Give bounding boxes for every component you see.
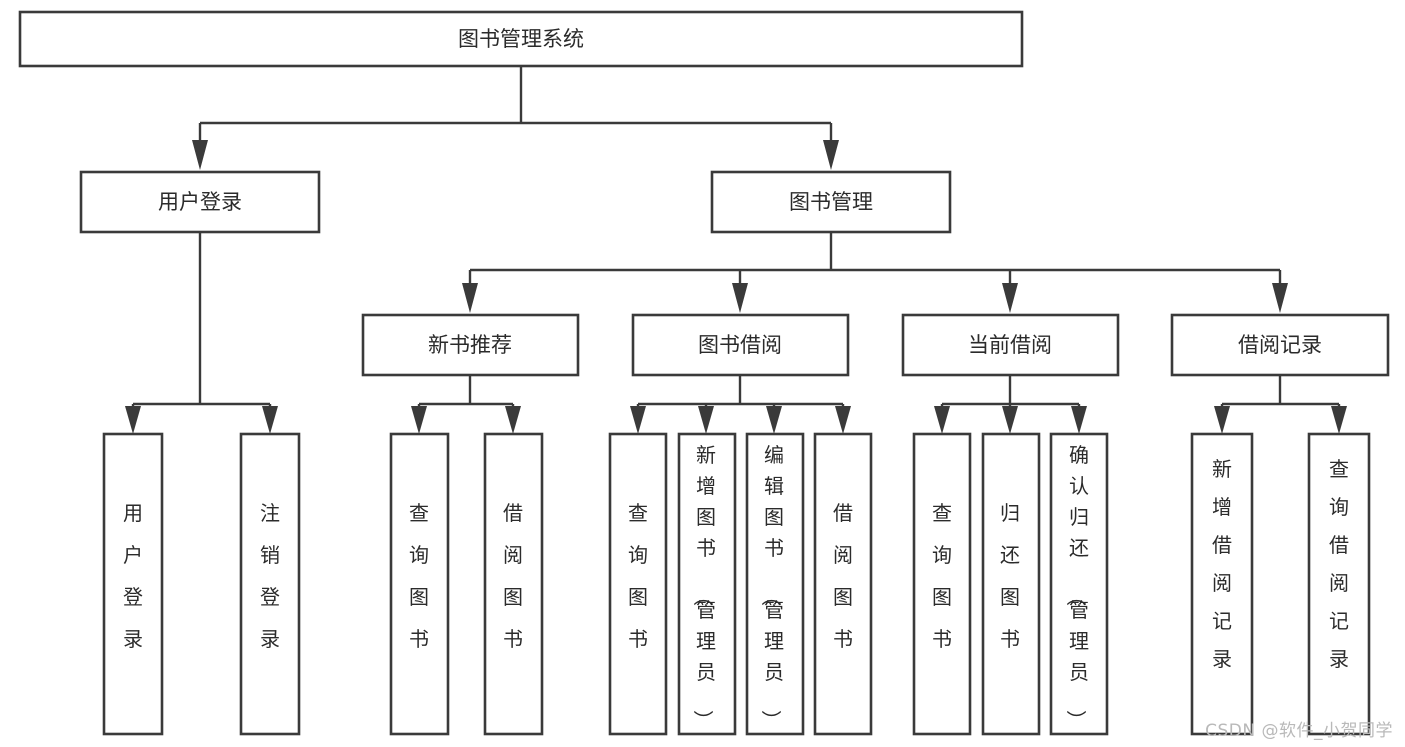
leaf-confirm-return-label: 确认归还（管理员） [1064,443,1089,730]
leaf-user-login-box[interactable] [102,432,164,736]
arrow-head-user-login [192,140,208,170]
node-current-borrow-label: 当前借阅 [968,333,1052,357]
leaf-return-book-box[interactable] [981,432,1041,736]
arrow-head-new-book-recommend [462,283,478,313]
node-book-management[interactable]: 图书管理 [710,170,952,234]
node-book-borrow-label: 图书借阅 [698,333,782,357]
node-book-borrow-box[interactable] [631,313,850,377]
arrow-head-book-management [823,140,839,170]
leaf-query-record[interactable]: 查询借阅记录 [1307,432,1371,736]
leaf-add-book[interactable]: 新增图书（管理员） [677,432,737,736]
leaf-borrow-book-2-label: 借阅图书 [833,501,853,651]
arrow-head-leaf-query-record [1331,406,1347,434]
connector-group-book-management [462,232,1288,313]
leaf-query-book-3-label: 查询图书 [932,501,952,651]
leaf-query-book-1-box[interactable] [389,432,450,736]
node-borrow-record[interactable]: 借阅记录 [1170,313,1390,377]
leaf-edit-book[interactable]: 编辑图书（管理员） [745,432,805,736]
node-borrow-record-box[interactable] [1170,313,1390,377]
arrow-head-leaf-logout-login [262,406,278,434]
node-root-box[interactable] [18,10,1024,68]
leaf-query-record-label: 查询借阅记录 [1329,457,1349,671]
leaf-logout-login[interactable]: 注销登录 [239,432,301,736]
leaf-query-book-2-box[interactable] [608,432,668,736]
leaf-query-record-box[interactable] [1307,432,1371,736]
leaf-query-book-3-box[interactable] [912,432,972,736]
leaf-query-book-1[interactable]: 查询图书 [389,432,450,736]
csdn-watermark: CSDN @软件_小贺同学 [1205,721,1393,741]
node-new-book-recommend[interactable]: 新书推荐 [361,313,580,377]
connector-group-user-login [125,232,278,434]
connector-group-book-borrow [630,375,851,434]
node-book-management-label: 图书管理 [789,190,873,214]
arrow-head-leaf-add-record [1214,406,1230,434]
leaf-user-login-label: 用户登录 [123,501,143,651]
leaf-edit-book-box[interactable] [745,432,805,736]
leaf-confirm-return[interactable]: 确认归还（管理员） [1049,432,1109,736]
node-current-borrow[interactable]: 当前借阅 [901,313,1120,377]
leaf-query-book-2[interactable]: 查询图书 [608,432,668,736]
node-root[interactable]: 图书管理系统 [18,10,1024,68]
arrow-head-leaf-borrow-book-1 [505,406,521,434]
node-new-book-recommend-label: 新书推荐 [428,333,512,357]
connector-group-borrow-record [1214,375,1347,434]
leaf-user-login[interactable]: 用户登录 [102,432,164,736]
arrow-head-leaf-query-book-2 [630,406,646,434]
leaf-confirm-return-box[interactable] [1049,432,1109,736]
leaf-logout-login-label: 注销登录 [260,501,280,651]
arrow-head-leaf-query-book-1 [411,406,427,434]
arrow-head-current-borrow [1002,283,1018,313]
node-user-login[interactable]: 用户登录 [79,170,321,234]
node-current-borrow-box[interactable] [901,313,1120,377]
arrow-head-leaf-user-login [125,406,141,434]
node-book-borrow[interactable]: 图书借阅 [631,313,850,377]
leaf-query-book-1-label: 查询图书 [409,501,429,651]
node-user-login-label: 用户登录 [158,190,242,214]
node-user-login-box[interactable] [79,170,321,234]
arrow-head-leaf-add-book [698,406,714,434]
leaf-borrow-book-1-box[interactable] [483,432,544,736]
leaf-borrow-book-2-box[interactable] [813,432,873,736]
arrow-head-leaf-confirm-return [1071,406,1087,434]
leaf-borrow-book-1-label: 借阅图书 [503,501,523,651]
arrow-head-leaf-query-book-3 [934,406,950,434]
leaf-borrow-book-2[interactable]: 借阅图书 [813,432,873,736]
leaf-add-book-box[interactable] [677,432,737,736]
leaf-edit-book-label: 编辑图书（管理员） [759,443,784,730]
leaf-add-book-label: 新增图书（管理员） [691,443,716,730]
leaf-add-record-label: 新增借阅记录 [1212,457,1232,671]
arrow-head-leaf-edit-book [766,406,782,434]
leaf-query-book-3[interactable]: 查询图书 [912,432,972,736]
node-new-book-recommend-box[interactable] [361,313,580,377]
arrow-head-leaf-return-book [1002,406,1018,434]
leaf-add-record[interactable]: 新增借阅记录 [1190,432,1254,736]
leaf-query-book-2-label: 查询图书 [628,501,648,651]
connector-group-root [192,66,839,170]
arrow-head-leaf-borrow-book-2 [835,406,851,434]
connector-group-new-book-recommend [411,375,521,434]
leaf-borrow-book-1[interactable]: 借阅图书 [483,432,544,736]
arrow-head-borrow-record [1272,283,1288,313]
leaf-return-book[interactable]: 归还图书 [981,432,1041,736]
node-book-management-box[interactable] [710,170,952,234]
leaf-return-book-label: 归还图书 [1000,501,1020,651]
node-borrow-record-label: 借阅记录 [1238,333,1322,357]
leaf-add-record-box[interactable] [1190,432,1254,736]
leaf-logout-login-box[interactable] [239,432,301,736]
arrow-head-book-borrow [732,283,748,313]
connector-group-current-borrow [934,375,1087,434]
node-root-label: 图书管理系统 [458,27,584,51]
